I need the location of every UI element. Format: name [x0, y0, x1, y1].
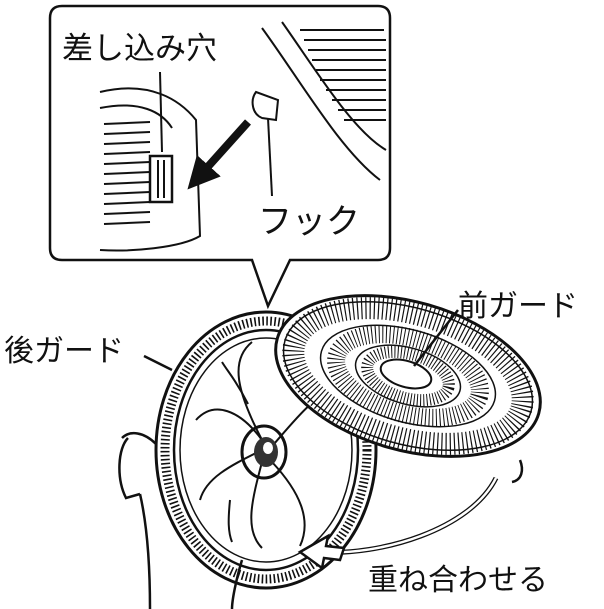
overlap-label: 重ね合わせる	[368, 566, 548, 596]
motor-hub	[242, 426, 286, 478]
rear-guard-label: 後ガード	[4, 337, 124, 367]
front-guard-label: 前ガード	[458, 292, 578, 322]
overlap-arrow	[300, 478, 496, 568]
rear-guard-leader	[144, 356, 172, 370]
hook-label: フック	[258, 205, 360, 239]
insertion-hole-label: 差し込み穴	[62, 34, 217, 65]
